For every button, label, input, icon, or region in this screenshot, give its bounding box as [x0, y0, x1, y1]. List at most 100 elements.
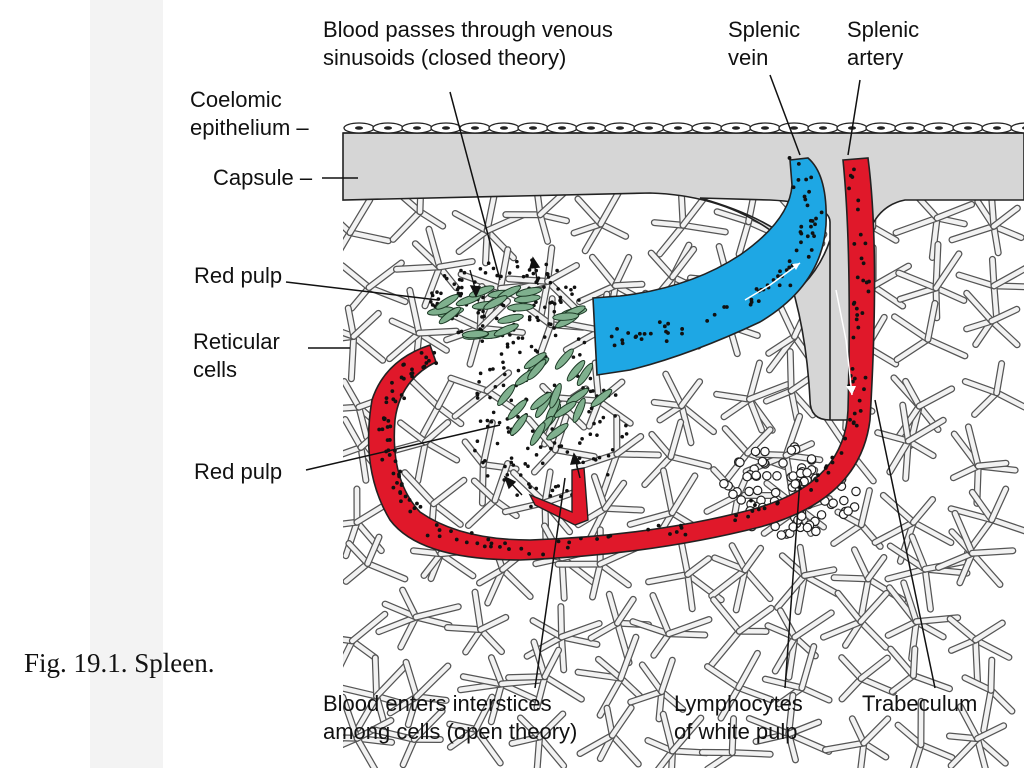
red-pulp-cell [597, 455, 602, 460]
reticular-cell [343, 610, 389, 668]
reticular-cell [871, 491, 955, 565]
red-pulp-cell [536, 318, 540, 323]
blood-cell [666, 321, 671, 326]
red-pulp-cell [444, 276, 449, 281]
red-pulp-cell [476, 311, 480, 315]
sinusoid-cell [461, 330, 489, 339]
red-pulp-cell [485, 474, 490, 478]
blood-cell [402, 396, 407, 401]
reticular-cell [403, 373, 465, 442]
reticular-cell [343, 259, 409, 312]
reticular-cell [587, 590, 653, 667]
blood-cell [454, 537, 459, 542]
label-red-pulp-top: Red pulp [194, 263, 283, 288]
red-pulp-cell [518, 350, 522, 355]
label-closed-theory-line2: sinusoids (closed theory) [323, 45, 567, 70]
lymphocyte [742, 471, 752, 482]
lymphocyte [828, 498, 838, 509]
blood-cell [403, 494, 408, 499]
red-pulp-cell [480, 324, 485, 328]
blood-cell [432, 350, 437, 355]
venous-sinusoid-cells [426, 285, 613, 446]
blood-cell [803, 197, 808, 202]
blood-cell [839, 451, 844, 455]
red-pulp-cell [552, 441, 557, 445]
label-reticular-cells: Reticular cells [193, 328, 280, 384]
reticular-cell [945, 703, 1009, 768]
blood-cell [399, 499, 403, 504]
vein-flow-arrowhead [792, 263, 800, 270]
red-pulp-cell [429, 300, 433, 304]
red-pulp-cell [570, 292, 574, 296]
blood-cell [850, 175, 855, 179]
splenic-artery [367, 157, 876, 561]
epithelial-nucleus [587, 126, 595, 130]
epithelial-nucleus [355, 126, 363, 130]
blood-cell [866, 289, 871, 294]
red-pulp-cell [499, 274, 503, 279]
blood-cell [851, 302, 856, 306]
blood-cell [609, 334, 614, 339]
label-open-theory: Blood enters interstices among cells (op… [323, 690, 577, 746]
red-pulp-cell [546, 275, 551, 279]
red-pulp-cell [478, 371, 483, 376]
blood-cell [813, 222, 817, 227]
blood-cell [503, 541, 507, 546]
blood-cell [805, 234, 810, 239]
blood-cell [399, 375, 404, 380]
reticular-cell [713, 359, 791, 434]
lymphocyte [770, 487, 781, 498]
reticular-cell [505, 638, 585, 711]
reticular-cell [574, 633, 644, 719]
blood-cell [830, 455, 835, 460]
reticular-cell [386, 658, 452, 729]
red-pulp-cell [478, 267, 483, 271]
blood-cell [796, 178, 801, 182]
reticular-cell [955, 255, 1024, 320]
epithelial-nucleus [906, 126, 914, 130]
red-pulp-cell [462, 270, 467, 275]
label-reticular-cells-line1: Reticular [193, 329, 280, 354]
side-strip [90, 0, 163, 768]
flow-arrows [469, 256, 582, 496]
red-pulp-cell [577, 298, 581, 302]
red-pulp-cell [491, 266, 496, 271]
blood-cell [756, 507, 761, 512]
lymphocyte [843, 506, 853, 516]
lymphocyte [839, 495, 849, 506]
lymphocyte [816, 510, 827, 520]
blood-cell [680, 331, 684, 336]
red-pulp-cell [533, 348, 538, 353]
reticular-cell [708, 542, 774, 614]
blood-cell [385, 438, 390, 443]
sinusoid-cell [576, 362, 594, 387]
blood-cell [527, 551, 532, 556]
blood-cell [823, 466, 828, 470]
artery-blood-cells [377, 167, 871, 557]
red-pulp-cell [577, 456, 582, 460]
red-pulp-cell [572, 285, 577, 290]
red-pulp-cell [481, 309, 485, 314]
epithelial-nucleus [616, 126, 624, 130]
sinusoid-cell [552, 312, 580, 321]
red-pulp-cell [542, 335, 547, 339]
sinusoid-cell [546, 423, 569, 441]
red-pulp-cell [556, 287, 560, 291]
red-pulp-cell [548, 301, 552, 305]
red-pulp-cell [545, 272, 550, 277]
blood-cell [486, 537, 491, 542]
blood-cell [397, 472, 401, 477]
red-pulp-cell [491, 367, 495, 371]
red-pulp-cell [516, 368, 521, 373]
reticular-cell [451, 190, 527, 267]
red-pulp-cell [529, 504, 533, 509]
lymphocyte [786, 445, 797, 456]
blood-cell [749, 498, 753, 503]
blood-cell [424, 355, 429, 360]
sinusoid-cell [549, 383, 562, 409]
reticular-cell [457, 654, 549, 726]
blood-cell [810, 231, 815, 236]
reticular-cell [641, 418, 713, 489]
reticular-cell [946, 615, 1013, 687]
sinusoid-cell [438, 306, 462, 325]
